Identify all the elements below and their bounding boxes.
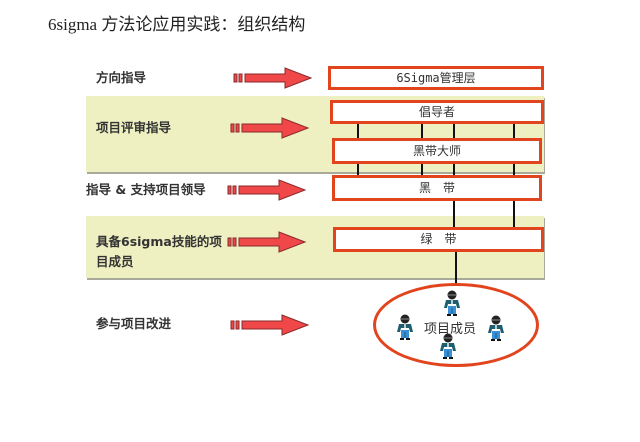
row-label-support: 指导 & 支持项目领导	[86, 182, 206, 197]
box-management: 6Sigma管理层	[328, 66, 544, 90]
arrow-right-icon	[230, 314, 310, 336]
connector-line	[357, 164, 359, 178]
box-black-belt: 黑 带	[332, 175, 542, 201]
box-green-belt: 绿 带	[333, 227, 544, 252]
person-icon	[397, 314, 413, 340]
row-label-skilled-members: 具备6sigma技能的项目成员	[96, 234, 222, 269]
arrow-right-icon	[227, 179, 307, 201]
row-label-participate: 参与项目改进	[96, 316, 172, 331]
row-label-direction: 方向指导	[96, 70, 147, 85]
connector-line	[453, 122, 455, 140]
team-label: 项目成员	[424, 322, 477, 337]
box-champion: 倡导者	[330, 100, 544, 124]
person-icon	[488, 315, 504, 341]
arrow-right-icon	[233, 67, 313, 89]
box-master-black-belt: 黑带大师	[332, 138, 542, 164]
connector-line	[455, 250, 457, 286]
connector-line	[421, 122, 423, 140]
arrow-right-icon	[227, 231, 307, 253]
connector-line	[357, 122, 359, 140]
arrow-right-icon	[230, 117, 310, 139]
person-icon	[440, 333, 456, 359]
row-label-review: 项目评审指导	[96, 120, 172, 135]
connector-line	[421, 164, 423, 178]
connector-line	[513, 122, 515, 140]
page-title: 6sigma 方法论应用实践：组织结构	[48, 15, 306, 34]
person-icon	[444, 290, 460, 316]
